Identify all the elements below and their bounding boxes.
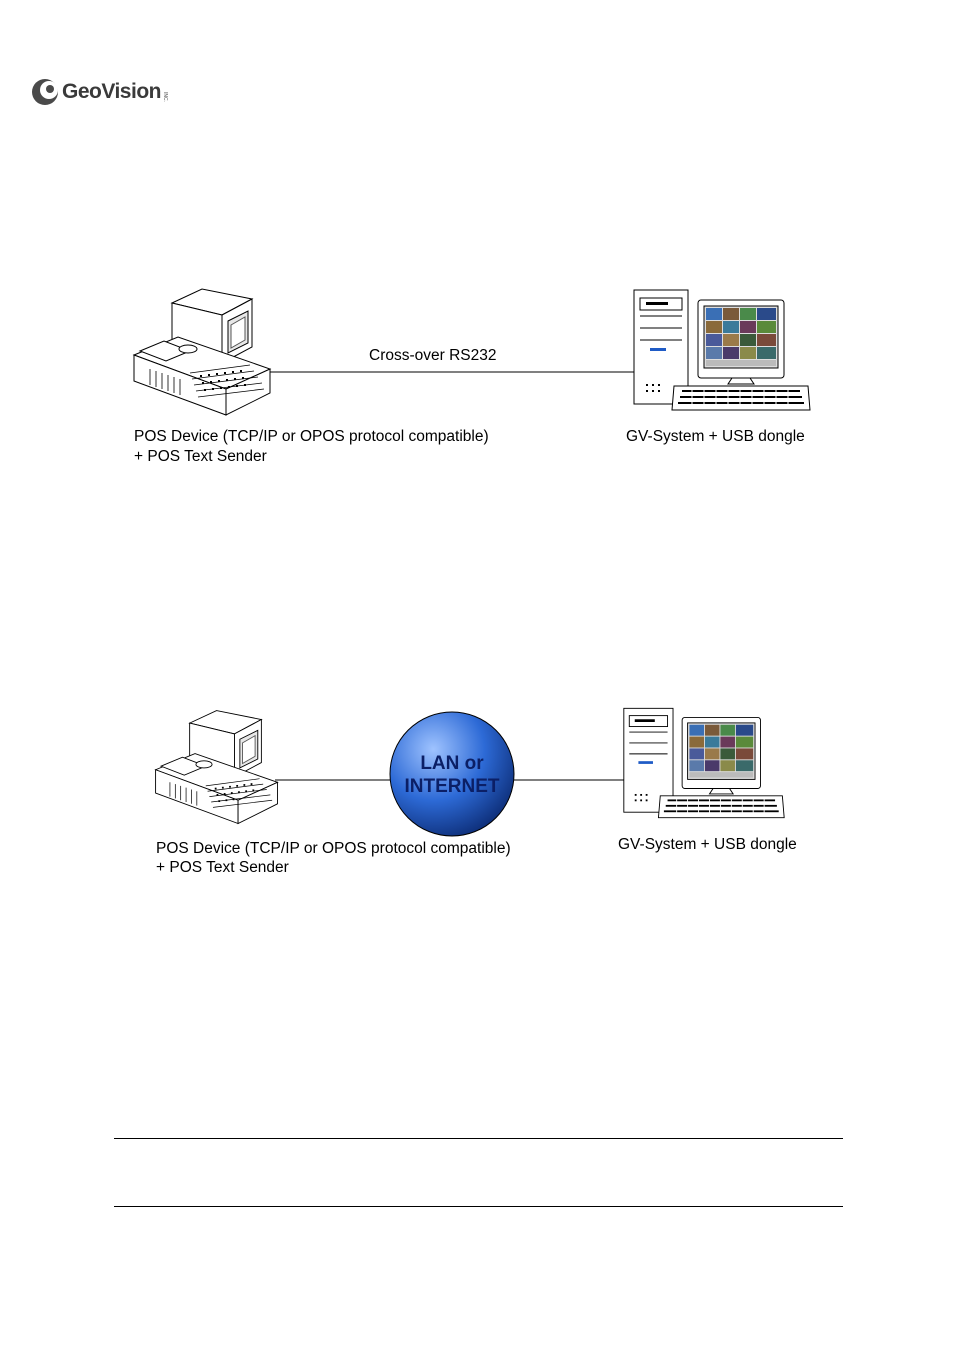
network-label-line2: INTERNET xyxy=(390,775,514,798)
pos-label-line2: + POS Text Sender xyxy=(156,858,289,878)
pos-terminal-icon xyxy=(152,705,282,830)
computer-workstation-icon xyxy=(622,706,786,820)
divider-bottom xyxy=(114,1206,843,1207)
gv-system-label: GV-System + USB dongle xyxy=(618,835,797,855)
network-label: LAN or INTERNET xyxy=(390,752,514,798)
network-label-line1: LAN or xyxy=(390,752,514,775)
divider-top xyxy=(114,1138,843,1139)
pos-label-line1: POS Device (TCP/IP or OPOS protocol comp… xyxy=(156,839,511,859)
